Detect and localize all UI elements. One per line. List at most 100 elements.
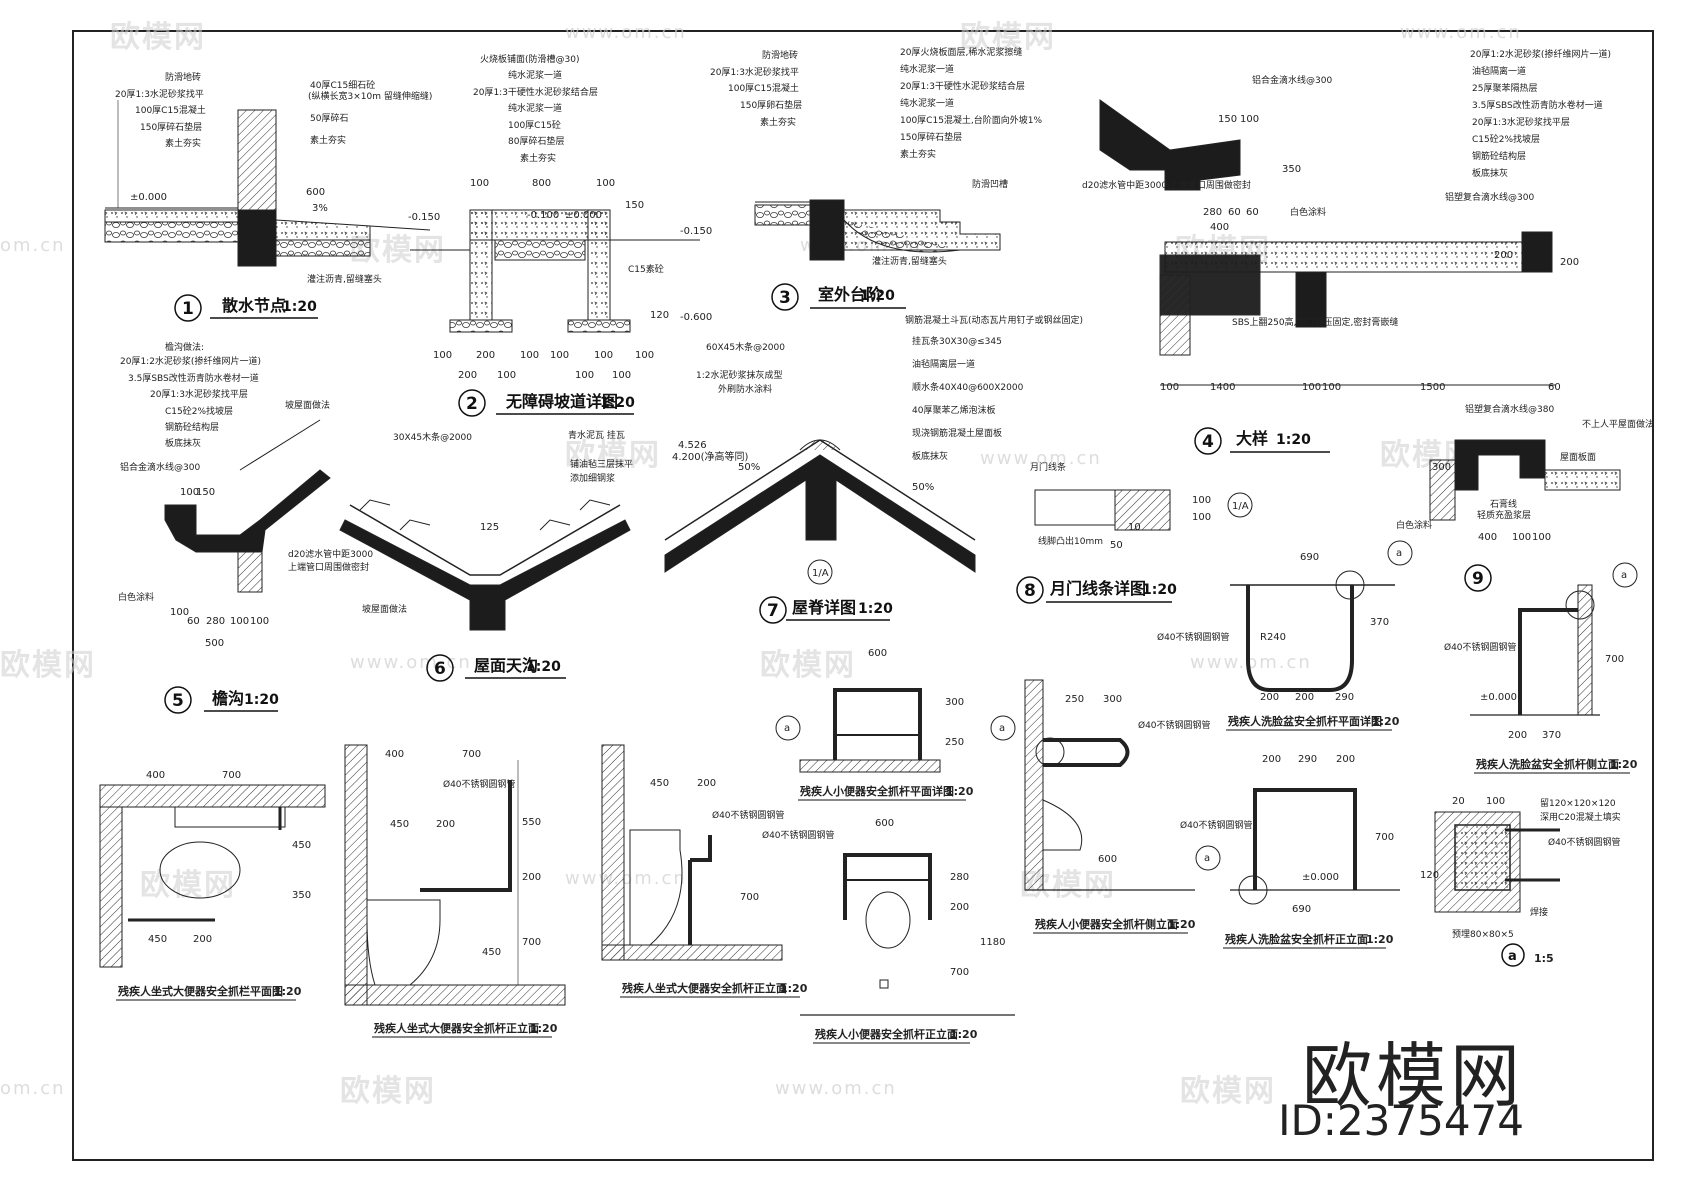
svg-text:外刷防水涂料: 外刷防水涂料 bbox=[718, 383, 772, 395]
svg-text:1400: 1400 bbox=[1210, 382, 1235, 393]
svg-text:50厚碎石: 50厚碎石 bbox=[310, 112, 348, 124]
svg-text:150厚卵石垫层: 150厚卵石垫层 bbox=[740, 99, 802, 111]
svg-text:150厚碎石垫层: 150厚碎石垫层 bbox=[140, 121, 202, 133]
svg-text:a: a bbox=[1204, 853, 1210, 864]
svg-text:60: 60 bbox=[1548, 382, 1561, 393]
svg-text:50%: 50% bbox=[912, 482, 934, 493]
svg-text:残疾人洗脸盆安全抓杆正立面: 残疾人洗脸盆安全抓杆正立面 bbox=[1225, 932, 1368, 946]
svg-text:板底抹灰: 板底抹灰 bbox=[912, 450, 948, 462]
svg-text:370: 370 bbox=[1542, 730, 1561, 741]
svg-text:散水节点: 散水节点 bbox=[222, 296, 286, 315]
detail-1-apron bbox=[104, 100, 431, 267]
svg-text:1:20: 1:20 bbox=[858, 601, 893, 617]
svg-text:3.5厚SBS改性沥青防水卷材一道: 3.5厚SBS改性沥青防水卷材一道 bbox=[1472, 99, 1603, 111]
svg-text:白色涂料: 白色涂料 bbox=[118, 591, 154, 603]
svg-text:坡屋面做法: 坡屋面做法 bbox=[362, 603, 407, 615]
svg-text:20厚1:3干硬性水泥砂浆结合层: 20厚1:3干硬性水泥砂浆结合层 bbox=[900, 80, 1025, 92]
svg-text:油毡隔离层一道: 油毡隔离层一道 bbox=[912, 358, 975, 370]
svg-text:大样: 大样 bbox=[1236, 429, 1268, 448]
svg-text:板底抹灰: 板底抹灰 bbox=[165, 437, 201, 449]
svg-text:a: a bbox=[1621, 570, 1627, 581]
fixture-9-texts: 200 290 200 690 700 ±0.000 Ø40不锈钢圆钢管 a 残… bbox=[1180, 754, 1394, 949]
svg-text:1:20: 1:20 bbox=[1372, 715, 1400, 728]
svg-text:a: a bbox=[1396, 548, 1402, 559]
svg-text:a: a bbox=[1508, 949, 1517, 964]
svg-text:灌注沥青,留缝塞头: 灌注沥青,留缝塞头 bbox=[307, 273, 382, 285]
svg-text:8: 8 bbox=[1024, 581, 1036, 601]
svg-text:白色涂料: 白色涂料 bbox=[1396, 519, 1432, 531]
svg-text:a: a bbox=[999, 723, 1005, 734]
svg-text:3%: 3% bbox=[312, 203, 328, 214]
svg-text:月门线条详图: 月门线条详图 bbox=[1049, 579, 1146, 598]
svg-text:100: 100 bbox=[433, 350, 452, 361]
svg-text:100: 100 bbox=[170, 607, 189, 618]
svg-text:留120×120×120: 留120×120×120 bbox=[1540, 797, 1616, 809]
detail-8-moon-door bbox=[1034, 489, 1253, 531]
svg-text:素土夯实: 素土夯实 bbox=[165, 137, 201, 149]
svg-text:100: 100 bbox=[1240, 114, 1259, 125]
detail-5-label: 5 檐沟 1:20 bbox=[164, 686, 279, 714]
svg-text:200: 200 bbox=[476, 350, 495, 361]
svg-text:d20滤水管中距3000: d20滤水管中距3000 bbox=[288, 548, 373, 560]
svg-text:屋面天沟: 屋面天沟 bbox=[474, 656, 538, 675]
detail-2-notes: 火烧板铺面(防滑槽@30) 纯水泥浆一道 20厚1:3干硬性水泥砂浆结合层 纯水… bbox=[433, 53, 712, 381]
svg-text:20: 20 bbox=[1452, 796, 1465, 807]
detail-7-notes: 60X45木条@2000 1:2水泥砂浆抹灰成型 外刷防水涂料 钢筋混凝土斗瓦(… bbox=[672, 314, 1083, 579]
fixture-1-texts: 400 700 450 350 450 200 残疾人坐式大便器安全抓栏平面图 … bbox=[116, 770, 311, 1001]
fixture-6-texts: 250 300 600 Ø40不锈钢圆钢管 a 残疾人小便器安全抓杆侧立面 1:… bbox=[999, 694, 1211, 934]
svg-text:钢筋混凝土斗瓦(动态瓦片用钉子或钢丝固定): 钢筋混凝土斗瓦(动态瓦片用钉子或钢丝固定) bbox=[905, 314, 1083, 326]
detail-7-ridge bbox=[664, 439, 976, 585]
svg-text:200: 200 bbox=[1508, 730, 1527, 741]
svg-text:1:5: 1:5 bbox=[1534, 952, 1554, 965]
svg-text:无障碍坡道详图: 无障碍坡道详图 bbox=[505, 392, 618, 411]
svg-text:100: 100 bbox=[1192, 495, 1211, 506]
svg-text:20厚1:3干硬性水泥砂浆结合层: 20厚1:3干硬性水泥砂浆结合层 bbox=[473, 86, 598, 98]
svg-text:400: 400 bbox=[385, 749, 404, 760]
detail-5-notes: 檐沟做法: 20厚1:2水泥砂浆(掺纤维网片一道) 3.5厚SBS改性沥青防水卷… bbox=[118, 341, 373, 649]
detail-7-label: 7 屋脊详图 1:20 bbox=[759, 596, 893, 624]
svg-text:1:20: 1:20 bbox=[1168, 918, 1196, 931]
svg-text:±0.000: ±0.000 bbox=[565, 210, 602, 221]
svg-text:690: 690 bbox=[1300, 552, 1319, 563]
svg-text:150: 150 bbox=[196, 487, 215, 498]
svg-text:100: 100 bbox=[575, 370, 594, 381]
fixture-a-texts: 20 100 120 留120×120×120 深用C20混凝土填实 Ø40不锈… bbox=[1420, 796, 1621, 967]
svg-text:200: 200 bbox=[1336, 754, 1355, 765]
svg-text:100: 100 bbox=[612, 370, 631, 381]
svg-text:280: 280 bbox=[1203, 207, 1222, 218]
svg-text:200: 200 bbox=[950, 902, 969, 913]
svg-text:450: 450 bbox=[390, 819, 409, 830]
detail-8-label: 8 月门线条详图 1:20 bbox=[1016, 576, 1177, 604]
svg-text:280: 280 bbox=[206, 616, 225, 627]
detail-6-valley bbox=[339, 499, 631, 631]
svg-text:100: 100 bbox=[470, 178, 489, 189]
svg-text:200: 200 bbox=[193, 934, 212, 945]
svg-text:1180: 1180 bbox=[980, 937, 1005, 948]
svg-text:残疾人坐式大便器安全抓杆正立面: 残疾人坐式大便器安全抓杆正立面 bbox=[622, 981, 787, 995]
svg-text:200: 200 bbox=[458, 370, 477, 381]
svg-text:20厚1:3水泥砂浆找平: 20厚1:3水泥砂浆找平 bbox=[115, 88, 204, 100]
svg-text:1:20: 1:20 bbox=[600, 395, 635, 411]
svg-text:不上人平屋面做法: 不上人平屋面做法 bbox=[1582, 418, 1654, 430]
svg-text:油毡隔离一道: 油毡隔离一道 bbox=[1472, 65, 1526, 77]
svg-text:1:20: 1:20 bbox=[526, 659, 561, 675]
detail-9-notes: 铝塑复合滴水线@380 不上人平屋面做法 屋面板面 白色涂料 石膏线 轻质充盈浆… bbox=[1396, 403, 1654, 543]
svg-text:700: 700 bbox=[462, 749, 481, 760]
svg-text:60: 60 bbox=[187, 616, 200, 627]
fixture-9-basin-front bbox=[1195, 788, 1400, 905]
svg-text:200: 200 bbox=[1560, 257, 1579, 268]
detail-2-label: 2 无障碍坡道详图 1:20 bbox=[458, 389, 635, 417]
svg-text:素土夯实: 素土夯实 bbox=[310, 134, 346, 146]
svg-text:450: 450 bbox=[148, 934, 167, 945]
svg-text:残疾人坐式大便器安全抓栏平面图: 残疾人坐式大便器安全抓栏平面图 bbox=[118, 984, 283, 998]
svg-text:1:20: 1:20 bbox=[780, 982, 808, 995]
svg-text:10: 10 bbox=[1128, 522, 1141, 533]
svg-text:25厚聚苯隔热层: 25厚聚苯隔热层 bbox=[1472, 82, 1537, 94]
svg-text:300: 300 bbox=[945, 697, 964, 708]
svg-text:青水泥瓦 挂瓦: 青水泥瓦 挂瓦 bbox=[568, 429, 625, 441]
svg-text:700: 700 bbox=[522, 937, 541, 948]
fixture-2-toilet-elev bbox=[344, 744, 566, 1006]
detail-5-gutter bbox=[164, 419, 331, 593]
fixture-3-texts: 450 200 700 Ø40不锈钢圆钢管 残疾人坐式大便器安全抓杆正立面 1:… bbox=[620, 778, 808, 998]
